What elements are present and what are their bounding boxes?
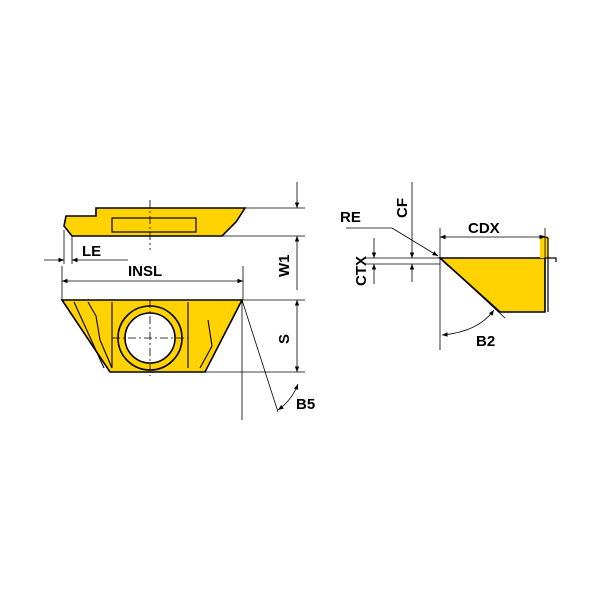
le-label: LE bbox=[82, 243, 101, 260]
w1-dimension: W1 bbox=[222, 182, 305, 290]
b5-angle: B5 bbox=[241, 299, 315, 420]
insert-plan-view bbox=[60, 299, 244, 376]
cdx-label: CDX bbox=[468, 220, 500, 237]
ctx-label: CTX bbox=[353, 256, 370, 286]
b5-label: B5 bbox=[296, 396, 315, 413]
b2-label: B2 bbox=[476, 333, 495, 350]
re-label: RE bbox=[340, 209, 361, 226]
re-leader: RE bbox=[340, 209, 439, 257]
insl-label: INSL bbox=[128, 263, 162, 280]
ctx-dimension: CTX bbox=[353, 238, 440, 286]
s-label: S bbox=[276, 334, 293, 344]
w1-label: W1 bbox=[276, 255, 293, 278]
le-dimension: LE bbox=[44, 230, 128, 264]
cf-label: CF bbox=[394, 198, 411, 218]
cf-dimension: CF bbox=[394, 182, 415, 282]
insl-dimension: INSL bbox=[61, 263, 244, 300]
b2-angle: B2 bbox=[439, 257, 506, 350]
s-dimension: S bbox=[205, 299, 305, 373]
cdx-dimension: CDX bbox=[439, 220, 546, 258]
